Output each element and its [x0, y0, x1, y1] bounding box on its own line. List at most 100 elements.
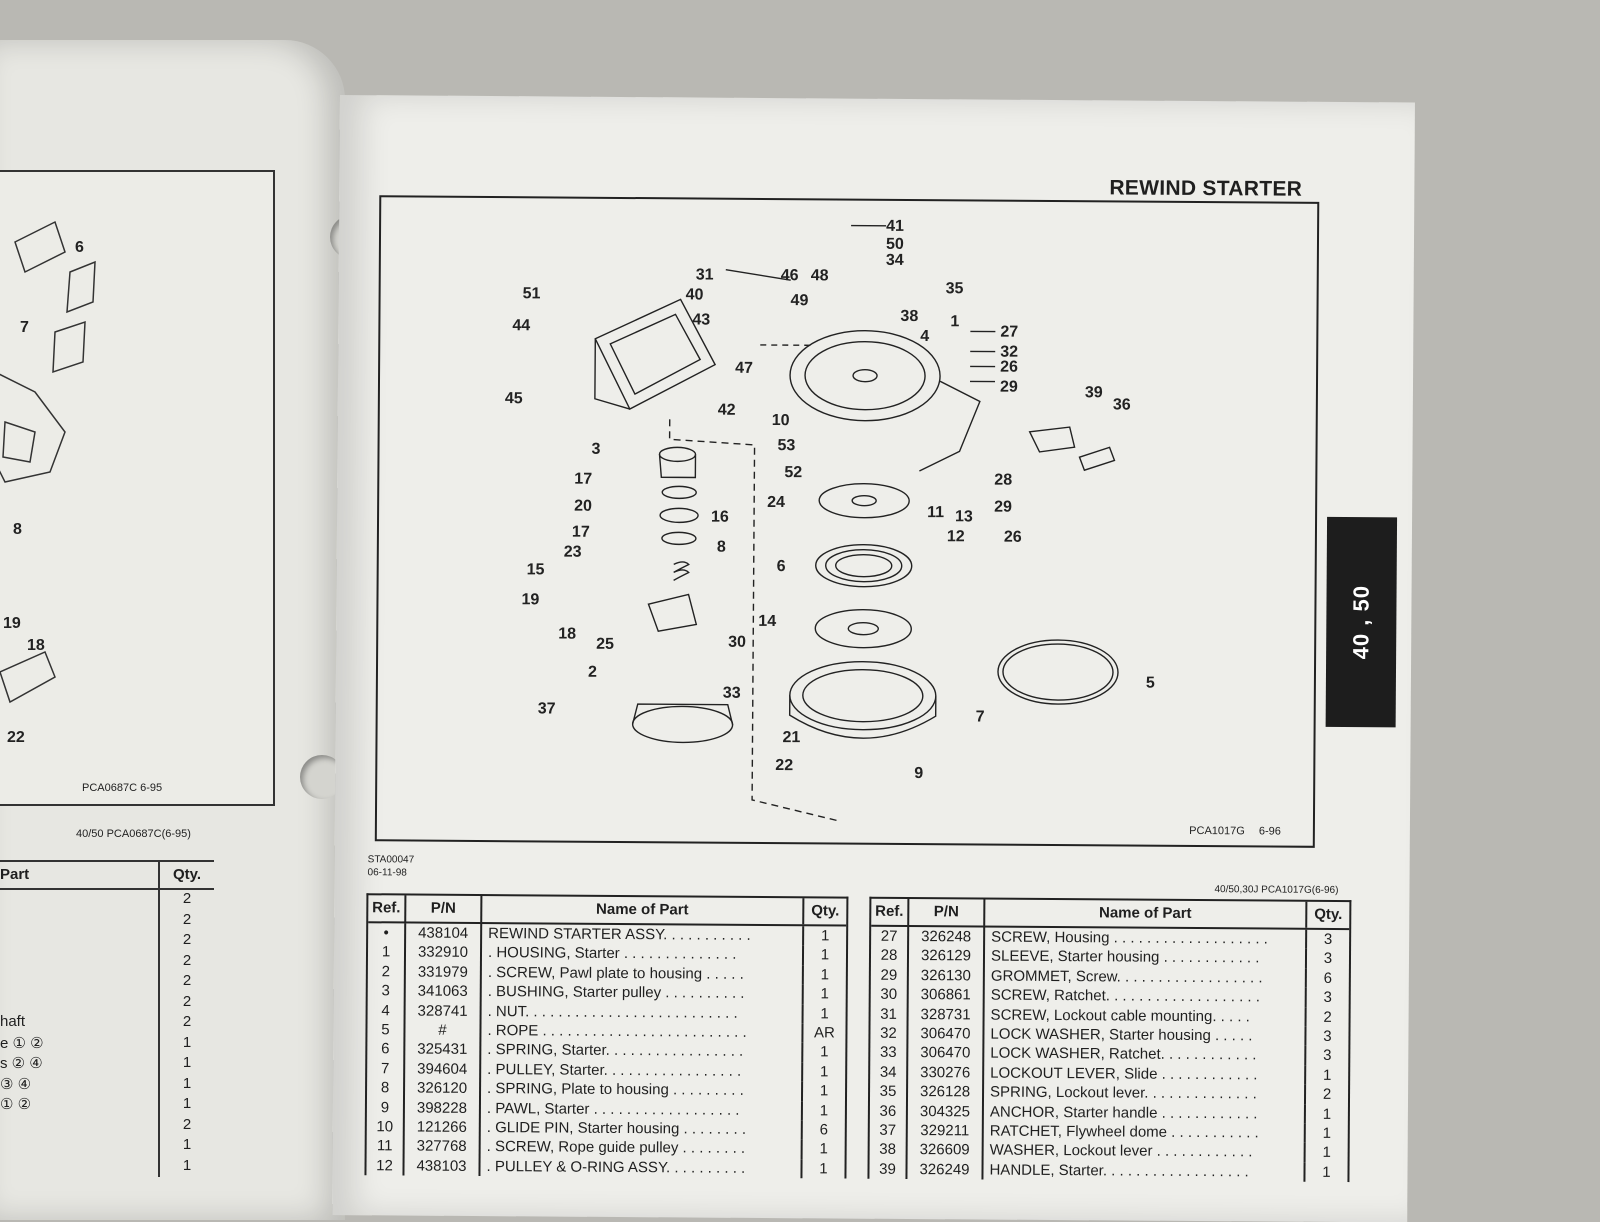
left-callout: 18: [27, 637, 45, 654]
callout-number: 36: [1113, 396, 1131, 413]
part-number: 326609: [907, 1140, 984, 1161]
table-row: 2: [0, 992, 214, 1013]
part-number: 326130: [908, 965, 985, 986]
part-ref: 2: [367, 961, 406, 982]
part-qty: 1: [182, 1156, 192, 1174]
part-name: . SPRING, Plate to housing . . . . . . .…: [480, 1079, 804, 1101]
callout-number: 28: [994, 472, 1012, 489]
part-name: . GLIDE PIN, Starter housing . . . . . .…: [480, 1117, 803, 1140]
callout-number: 44: [512, 317, 530, 334]
part-qty: 1: [1322, 1144, 1331, 1162]
part-name: SPRING, Lockout lever. . . . . . . . . .…: [983, 1082, 1307, 1105]
part-qty: 1: [1322, 1163, 1331, 1181]
callout-number: 4: [920, 328, 929, 345]
header-qty: Qty.: [1314, 905, 1343, 924]
callout-number: 7: [976, 708, 985, 725]
part-name: [0, 1156, 160, 1177]
model-side-tab: 40 , 50: [1325, 516, 1398, 728]
document-code-id: STA00047: [367, 854, 415, 866]
callout-number: 1: [950, 313, 959, 330]
part-name: [0, 972, 160, 993]
part-number: 325431: [405, 1039, 482, 1060]
part-number: 330276: [908, 1062, 985, 1083]
part-ref: 38: [869, 1140, 908, 1160]
part-name: SCREW, Ratchet. . . . . . . . . . . . . …: [984, 985, 1307, 1008]
part-number: 326129: [908, 946, 986, 967]
part-ref: 9: [366, 1097, 405, 1118]
part-qty: 1: [820, 927, 830, 945]
callout-number: 26: [1004, 529, 1022, 546]
part-name: SCREW, Lockout cable mounting. . . . .: [984, 1005, 1307, 1027]
part-number: 326120: [404, 1078, 482, 1099]
part-qty: 3: [1323, 1047, 1332, 1065]
header-pn: P/N: [909, 898, 986, 926]
part-qty: 3: [1323, 930, 1333, 948]
callout-number: 2: [588, 664, 597, 681]
part-qty: 1: [820, 1004, 829, 1022]
callout-number: 43: [692, 311, 710, 328]
callout-number: 6: [777, 558, 786, 575]
callout-number: 14: [758, 613, 776, 630]
part-ref: 7: [367, 1058, 406, 1079]
part-name: . ROPE . . . . . . . . . . . . . . . . .…: [481, 1020, 804, 1043]
part-qty: 1: [820, 1043, 829, 1061]
part-qty: 3: [1323, 1027, 1332, 1045]
callout-number: 42: [718, 402, 736, 419]
part-name: . BUSHING, Starter pulley . . . . . . . …: [481, 982, 804, 1004]
part-name: [0, 1136, 160, 1157]
callout-number: 19: [521, 591, 539, 608]
callout-number: 53: [778, 437, 796, 454]
part-name: LOCK WASHER, Starter housing . . . . .: [984, 1024, 1307, 1047]
callout-number: 23: [564, 544, 582, 561]
part-name: . SCREW, Rope guide pulley . . . . . . .…: [480, 1137, 803, 1159]
part-number: 327768: [404, 1136, 481, 1157]
part-qty: 1: [819, 1082, 829, 1100]
part-ref: 10: [366, 1117, 405, 1137]
part-qty: 6: [819, 1121, 829, 1139]
part-qty: 1: [819, 1160, 828, 1178]
right-page: REWIND STARTER: [332, 95, 1415, 1222]
part-qty: 3: [1323, 950, 1333, 968]
part-name: [0, 951, 160, 972]
table-row: 2: [0, 1115, 214, 1136]
callout-number: 33: [723, 685, 741, 702]
callout-number: 40: [686, 286, 704, 303]
part-name: ③ ④: [0, 1074, 160, 1095]
part-qty: 1: [1322, 1105, 1332, 1123]
left-table-header: Part Qty.: [0, 862, 214, 890]
part-ref: •: [368, 923, 407, 943]
left-callout: 19: [3, 615, 21, 632]
callout-number: 37: [538, 700, 556, 717]
header-name: Name of Part: [482, 896, 805, 925]
part-ref: 33: [870, 1043, 909, 1063]
part-qty: 1: [819, 1101, 829, 1119]
callout-number: 13: [955, 508, 973, 525]
callout-number: 15: [527, 561, 545, 578]
left-figure-note: 40/50 PCA0687C(6-95): [76, 828, 191, 840]
part-qty: 1: [1322, 1066, 1332, 1084]
left-figure-code: PCA0687C 6-95: [82, 782, 163, 794]
part-name: . SPRING, Starter. . . . . . . . . . . .…: [481, 1040, 804, 1062]
table-row: 2: [0, 931, 214, 952]
figure-code-id: PCA1017G: [1189, 824, 1245, 838]
reference-note: 40/50,30J PCA1017G(6-96): [1214, 884, 1339, 896]
part-number: 332910: [405, 942, 483, 963]
part-qty: 1: [182, 1033, 192, 1051]
part-ref: 31: [870, 1004, 909, 1024]
table-row: s ② ④ 1: [0, 1054, 214, 1075]
callout-number: 39: [1085, 384, 1103, 401]
part-name: s ② ④: [0, 1054, 160, 1075]
callout-number: 31: [696, 266, 714, 283]
callout-number: 50: [886, 236, 904, 253]
callout-number: 49: [791, 292, 809, 309]
callout-number: 12: [947, 528, 965, 545]
callout-number: 46: [781, 267, 799, 284]
callout-number: 11: [927, 504, 944, 521]
part-qty: 1: [182, 1054, 192, 1071]
table-row: 2: [0, 890, 214, 911]
part-ref: 12: [366, 1155, 405, 1176]
part-ref: 37: [869, 1120, 908, 1141]
part-name: HANDLE, Starter. . . . . . . . . . . . .…: [983, 1160, 1306, 1182]
